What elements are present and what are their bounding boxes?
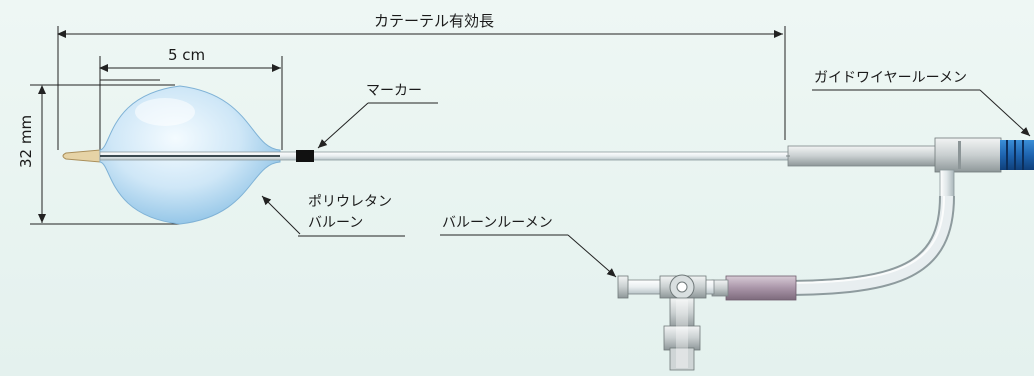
effective-length-dimension — [57, 26, 786, 150]
stopcock — [617, 274, 715, 371]
balloon-diameter-dimension — [30, 84, 180, 225]
balloon-diameter-label: 32 mm — [17, 114, 35, 168]
effective-length-label: カテーテル有効長 — [374, 12, 495, 30]
balloon-lumen-tube — [779, 195, 955, 296]
balloon-material-label-line2: バルーン — [308, 215, 364, 231]
balloon-lumen-callout — [440, 234, 617, 278]
guidewire-lumen-callout — [812, 89, 1031, 137]
guidewire-connector — [1000, 140, 1034, 170]
lumen-connector — [725, 275, 797, 301]
marker-callout — [317, 102, 438, 149]
marker-label: マーカー — [366, 83, 422, 99]
guidewire-lumen-label: ガイドワイヤールーメン — [814, 70, 968, 86]
balloon-length-label: 5 cm — [168, 46, 206, 64]
balloon-material-label-line1: ポリウレタン — [308, 194, 392, 210]
marker-band — [296, 150, 314, 162]
catheter-tip — [62, 149, 101, 163]
side-arm-stem — [939, 169, 955, 199]
proximal-shaft-segment — [787, 145, 939, 167]
balloon-lumen-label: バルーンルーメン — [442, 215, 553, 231]
balloon-length-dimension — [99, 56, 283, 150]
hub — [934, 137, 1002, 173]
balloon-material-callout — [261, 195, 405, 237]
